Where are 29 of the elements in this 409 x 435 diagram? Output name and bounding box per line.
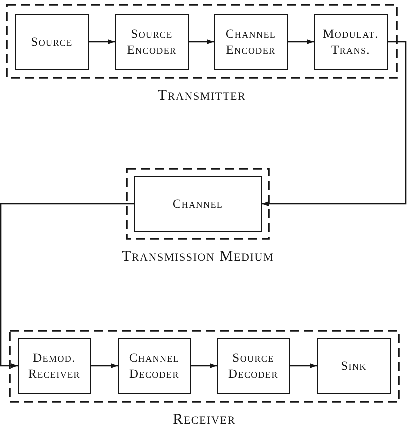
block-label: Demod. Receiver [28,350,82,382]
group-label: Receiver [173,412,236,429]
block-label: Channel Decoder [128,350,181,382]
block-label: Channel Encoder [224,26,278,58]
process-box [314,14,388,70]
process-box [115,14,189,70]
process-box [15,14,89,70]
arrow [191,364,217,368]
group-label: Transmission Medium [122,249,274,266]
block-label: Sink [341,358,367,374]
process-box [118,338,191,394]
group-label: Transmitter [158,88,246,105]
process-box [317,338,391,394]
block-label: Channel [172,196,224,212]
block-label: Source Decoder [228,350,280,382]
arrow [0,203,134,368]
arrow [91,364,118,368]
arrow [189,40,214,44]
process-box [214,14,288,70]
block-label: Source Encoder [126,26,178,58]
process-box [217,338,290,394]
process-box [18,338,91,394]
arrow [89,40,115,44]
arrow [262,41,407,206]
block-label: Source [31,34,73,50]
process-box [134,176,262,232]
block-label: Modulat. Trans. [322,26,380,58]
arrow [290,364,317,368]
arrow [288,40,314,44]
